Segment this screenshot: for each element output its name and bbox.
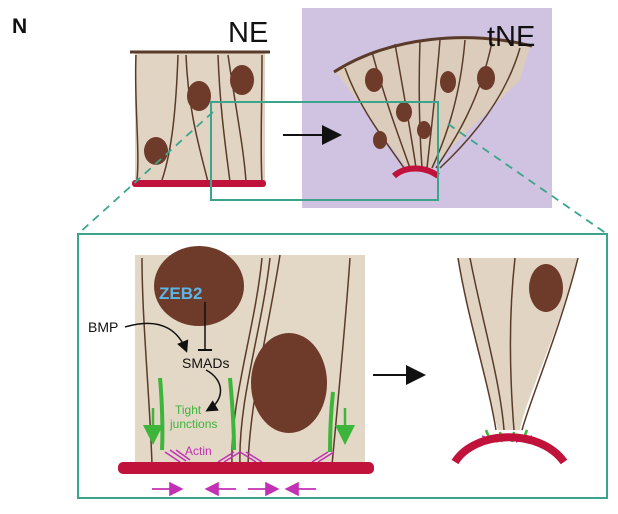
tne-nucleus-2	[396, 102, 412, 122]
ne-tissue	[130, 50, 270, 187]
ne-nucleus-3	[230, 65, 254, 95]
tne-nucleus-6	[477, 66, 495, 90]
zeb2-label: ZEB2	[159, 284, 202, 303]
ne-label: NE	[228, 17, 268, 49]
tne-tissue	[302, 8, 552, 208]
ne-basal-membrane	[132, 180, 266, 187]
zoom-connector-left	[77, 111, 214, 235]
tne-nucleus-5	[440, 71, 456, 93]
zoom-nucleus-top	[154, 246, 244, 326]
zoom-nucleus-right	[251, 333, 327, 433]
actin-hatch	[164, 449, 335, 463]
tight-junctions-label-line1: Tight	[175, 403, 202, 417]
tne-basal-membrane	[391, 165, 440, 179]
bmp-to-smads-arrow	[124, 322, 189, 353]
tne-nucleus-3	[373, 131, 387, 149]
smads-to-junctions-arrow	[205, 369, 222, 412]
bmp-label: BMP	[88, 319, 118, 335]
tne-label: tNE	[487, 21, 535, 53]
ne-nucleus-2	[187, 81, 211, 111]
zoom-ne-cells	[118, 246, 374, 497]
zoom-connector-right	[447, 123, 608, 235]
junction-line-2	[228, 377, 236, 451]
zoom-tne-cells	[451, 257, 579, 465]
actin-label: Actin	[185, 444, 212, 458]
zoom-source-box	[210, 101, 439, 201]
junction-line-3	[328, 391, 335, 453]
zoom-basal-membrane	[118, 462, 374, 474]
tne-nucleus-4	[417, 121, 431, 139]
ne-nucleus-1	[144, 137, 168, 165]
zoom-tne-basal	[451, 433, 568, 465]
tne-apical-arc	[333, 36, 533, 74]
smads-label: SMADs	[182, 355, 229, 371]
tne-nucleus-1	[365, 68, 383, 92]
panel-letter: N	[12, 15, 27, 38]
zoom-tne-nucleus	[529, 264, 563, 312]
tight-junctions-label-line2: junctions	[169, 417, 217, 431]
